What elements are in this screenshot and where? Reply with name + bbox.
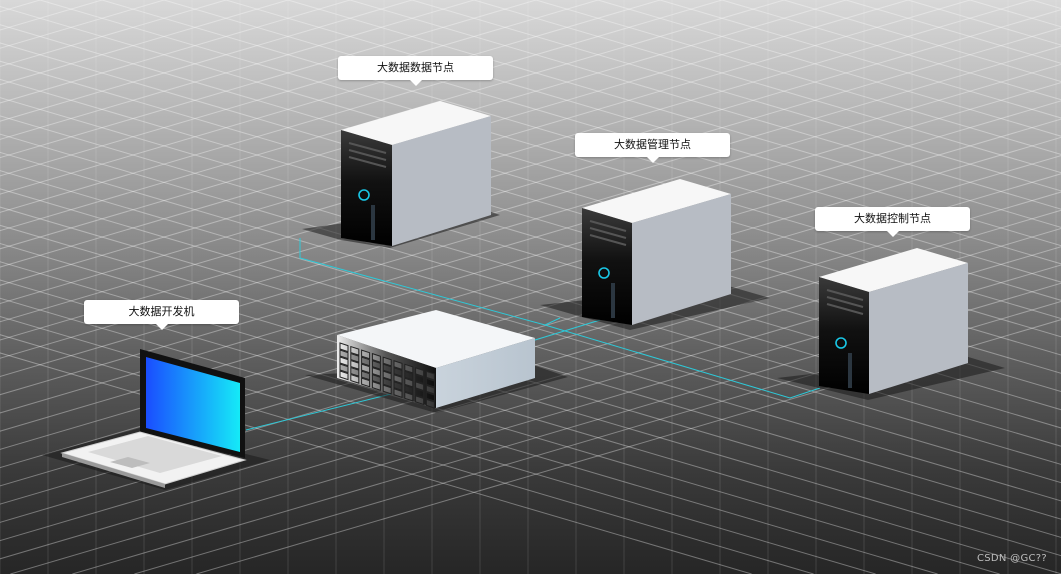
grid-line [0, 0, 598, 574]
server-ctrl-node[interactable] [777, 248, 1005, 400]
laptop-dev-machine[interactable] [42, 349, 270, 490]
grid-line [0, 0, 412, 574]
grid-line [0, 0, 40, 574]
label-dev-machine: 大数据开发机 [84, 300, 239, 324]
grid-line [0, 0, 876, 574]
grid-line [0, 0, 938, 574]
server-mgmt-node[interactable] [540, 179, 770, 330]
label-data-node: 大数据数据节点 [338, 56, 493, 80]
watermark: CSDN @GC?? [977, 553, 1047, 564]
network-switch[interactable] [305, 310, 568, 413]
grid-line [0, 0, 350, 574]
grid-line [0, 0, 908, 574]
grid-line [0, 0, 474, 574]
server-data-node[interactable] [302, 101, 500, 248]
label-mgmt-node: 大数据管理节点 [575, 133, 730, 157]
label-ctrl-node: 大数据控制节点 [815, 207, 970, 231]
grid-line [0, 0, 660, 574]
